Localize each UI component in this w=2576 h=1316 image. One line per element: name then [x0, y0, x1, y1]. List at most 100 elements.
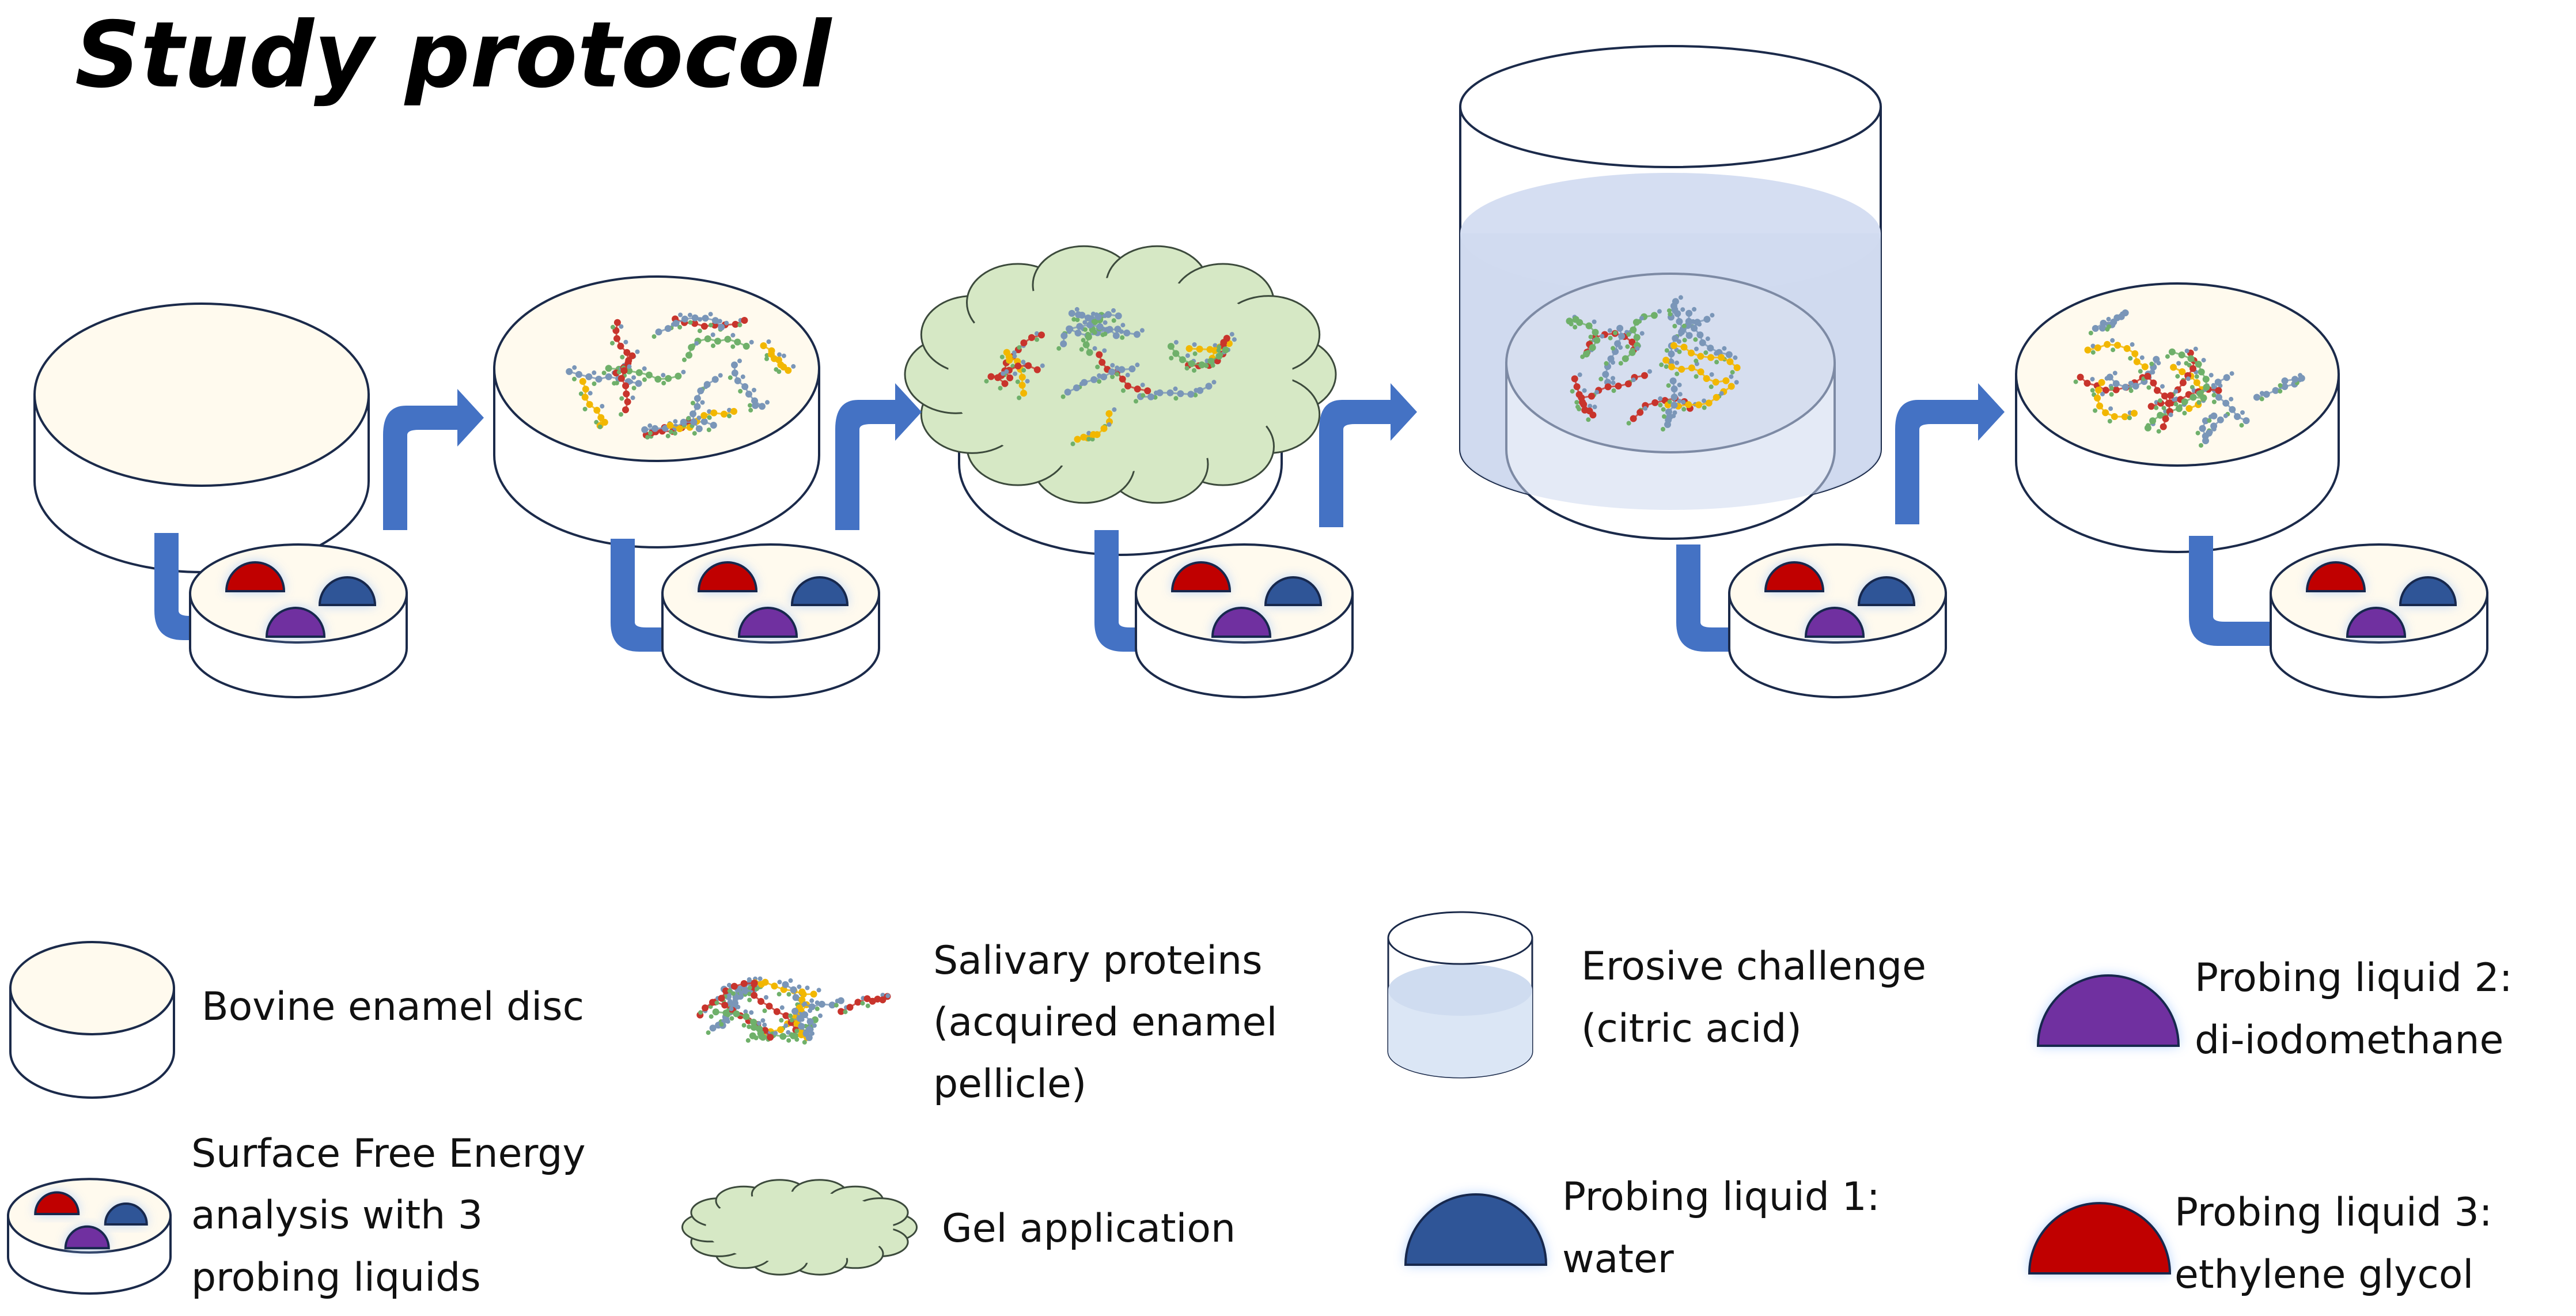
chain-side-node — [1658, 396, 1663, 401]
chain-node — [1636, 409, 1644, 416]
chain-node — [1094, 313, 1102, 320]
chain-side-node — [1647, 369, 1652, 374]
chain-node — [1196, 387, 1204, 394]
drop-body — [104, 1202, 148, 1226]
chain-side-node — [2124, 310, 2129, 315]
chain-side-node — [1216, 348, 1221, 353]
chain-node — [1669, 377, 1677, 385]
chain-side-node — [1709, 372, 1714, 377]
drop-water — [2399, 576, 2457, 606]
chain-node — [773, 1008, 781, 1015]
chain-node — [740, 980, 748, 987]
chain-node — [1688, 349, 1695, 357]
chain-side-node — [1570, 389, 1575, 394]
chain-node — [685, 351, 692, 359]
legend-beaker-icon — [1387, 911, 1533, 1079]
chain-side-node — [2278, 383, 2283, 388]
chain-side-node — [1035, 337, 1039, 342]
chain-side-node — [1213, 343, 1218, 348]
chain-node — [2104, 341, 2111, 348]
legend-sfe-disc-icon — [7, 1178, 172, 1295]
chain-node — [1665, 408, 1672, 415]
chain-node — [838, 1008, 845, 1015]
chain-side-node — [728, 375, 733, 380]
chain-side-node — [1693, 337, 1698, 342]
chain-node — [2112, 380, 2120, 387]
chain-side-node — [2107, 419, 2112, 423]
chain-node — [1167, 343, 1175, 350]
chain-node — [1593, 336, 1601, 344]
drop-water — [104, 1202, 148, 1226]
chain-side-node — [706, 1030, 711, 1035]
chain-side-node — [1722, 346, 1727, 351]
chain-side-node — [1577, 372, 1582, 377]
chain-node — [1074, 436, 1081, 443]
chain-side-node — [1012, 354, 1017, 359]
chain-side-node — [1090, 311, 1096, 316]
chain-node — [2154, 387, 2161, 394]
chain-node — [690, 418, 698, 426]
chain-node — [1147, 393, 1154, 400]
protein-chain — [760, 339, 796, 374]
chain-node — [802, 1030, 810, 1037]
chain-node — [1668, 350, 1675, 358]
chain-node — [1588, 392, 1595, 400]
chain-node — [2092, 325, 2099, 332]
chain-side-node — [642, 366, 647, 371]
chain-side-node — [753, 1035, 759, 1041]
chain-side-node — [2100, 391, 2105, 396]
chain-node — [1133, 331, 1141, 338]
chain-side-node — [747, 977, 752, 982]
chain-node — [1185, 345, 1193, 352]
chain-node — [695, 425, 703, 433]
chain-side-node — [1012, 350, 1017, 356]
chain-side-node — [802, 1001, 807, 1007]
chain-side-node — [1586, 417, 1591, 422]
chain-side-node — [2107, 324, 2112, 329]
chain-node — [1207, 357, 1215, 365]
chain-node — [1580, 400, 1588, 408]
chain-node — [623, 349, 631, 356]
chain-node — [2117, 313, 2125, 320]
chain-side-node — [677, 324, 683, 330]
chain-node — [1670, 302, 1677, 310]
drop-diiodomethane — [737, 607, 798, 638]
chain-node — [2195, 361, 2202, 368]
chain-side-node — [1017, 345, 1022, 350]
chain-node — [1697, 368, 1704, 376]
legend-probing1-line-1: Probing liquid 1: — [1562, 1174, 1880, 1220]
chain-node — [1187, 391, 1195, 398]
chain-node — [2111, 413, 2118, 420]
chain-node — [1106, 326, 1113, 333]
chain-side-node — [2165, 354, 2170, 359]
chain-side-node — [747, 1024, 752, 1029]
chain-node — [741, 383, 749, 390]
drop-ethylene-glycol — [34, 1191, 80, 1215]
chain-node — [1073, 384, 1080, 392]
chain-side-node — [756, 1021, 762, 1026]
chain-side-node — [1588, 403, 1593, 409]
chain-node — [601, 418, 608, 426]
chain-node — [2161, 392, 2168, 400]
chain-node — [2077, 373, 2084, 381]
chain-node — [581, 394, 589, 401]
protein-chain — [1659, 357, 1734, 389]
chain-side-node — [1588, 334, 1593, 339]
chain-side-node — [1697, 322, 1702, 327]
chain-node — [651, 425, 658, 432]
chain-side-node — [648, 430, 653, 436]
chain-side-node — [1681, 407, 1687, 412]
chain-node — [994, 374, 1002, 381]
chain-node — [2153, 356, 2160, 363]
chain-node — [768, 350, 775, 358]
chain-side-node — [777, 352, 782, 357]
chain-node — [1112, 332, 1120, 339]
chain-side-node — [2207, 418, 2212, 423]
chain-side-node — [2193, 346, 2198, 351]
chain-side-node — [1611, 380, 1616, 385]
chain-node — [1573, 383, 1581, 391]
arrow-to-step-3 — [835, 383, 922, 530]
chain-side-node — [1694, 358, 1699, 364]
chain-node — [2178, 351, 2185, 358]
chain-side-node — [1677, 392, 1683, 397]
